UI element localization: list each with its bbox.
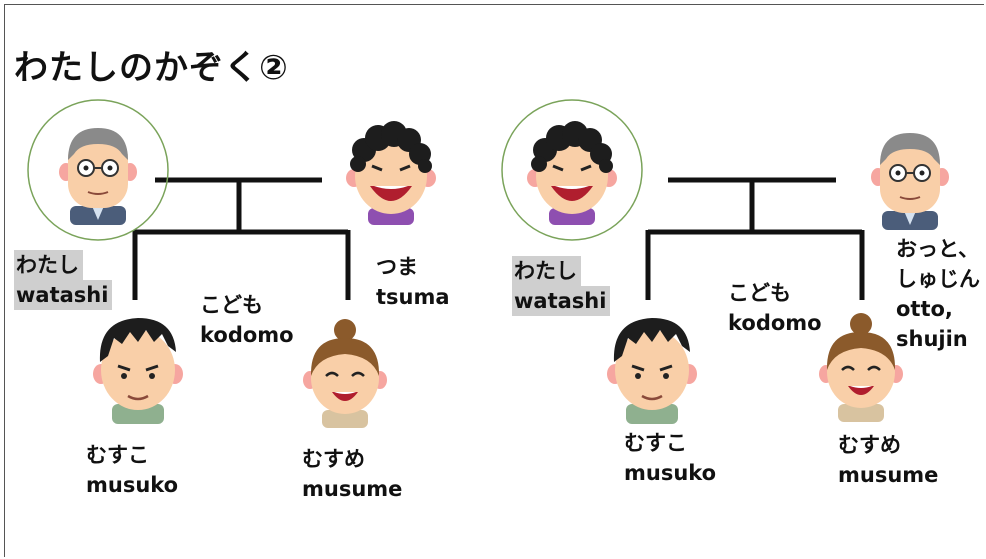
right-daughter-romaji: musume <box>838 463 939 487</box>
mother-avatar-left <box>346 121 436 225</box>
left-children-label: こども kodomo <box>200 290 294 350</box>
right-daughter-label: むすめ musume <box>838 430 938 490</box>
son-avatar-left <box>93 318 183 424</box>
son-avatar-right <box>607 318 697 424</box>
right-spouse-label: おっと、 しゅじん otto, shujin <box>896 234 980 354</box>
right-spouse-jp-2: しゅじん <box>896 267 980 291</box>
page-title: わたしのかぞく② <box>14 48 289 88</box>
right-daughter-jp: むすめ <box>838 433 901 457</box>
right-son-label: むすこ musuko <box>624 428 716 488</box>
right-spouse-jp-1: おっと、 <box>896 237 980 261</box>
slide-frame <box>4 4 984 557</box>
left-daughter-jp: むすめ <box>302 447 365 471</box>
right-spouse-romaji-2: shujin <box>896 327 968 351</box>
left-spouse-jp: つま <box>376 255 418 279</box>
left-son-label: むすこ musuko <box>86 440 178 500</box>
left-self-jp: わたし <box>14 250 83 280</box>
right-children-label: こども kodomo <box>728 278 822 338</box>
left-self-romaji: watashi <box>14 280 113 310</box>
grandfather-avatar-left <box>59 128 137 225</box>
right-children-jp: こども <box>728 281 791 305</box>
left-son-jp: むすこ <box>86 443 149 467</box>
right-children-romaji: kodomo <box>728 311 822 335</box>
right-spouse-romaji-1: otto, <box>896 297 953 321</box>
left-self-label: わたし watashi <box>14 250 113 310</box>
left-spouse-label: つま tsuma <box>376 252 450 312</box>
left-children-jp: こども <box>200 293 263 317</box>
left-children-romaji: kodomo <box>200 323 294 347</box>
left-spouse-romaji: tsuma <box>376 285 450 309</box>
left-daughter-romaji: musume <box>302 477 403 501</box>
daughter-avatar-right <box>819 313 903 422</box>
mother-avatar-right <box>527 121 617 225</box>
right-son-jp: むすこ <box>624 431 687 455</box>
daughter-avatar-left <box>303 319 387 428</box>
right-self-label: わたし watashi <box>512 256 611 316</box>
left-son-romaji: musuko <box>86 473 179 497</box>
grandfather-avatar-right <box>871 133 949 230</box>
left-daughter-label: むすめ musume <box>302 444 402 504</box>
right-self-romaji: watashi <box>512 286 611 316</box>
right-son-romaji: musuko <box>624 461 717 485</box>
right-self-jp: わたし <box>512 256 581 286</box>
